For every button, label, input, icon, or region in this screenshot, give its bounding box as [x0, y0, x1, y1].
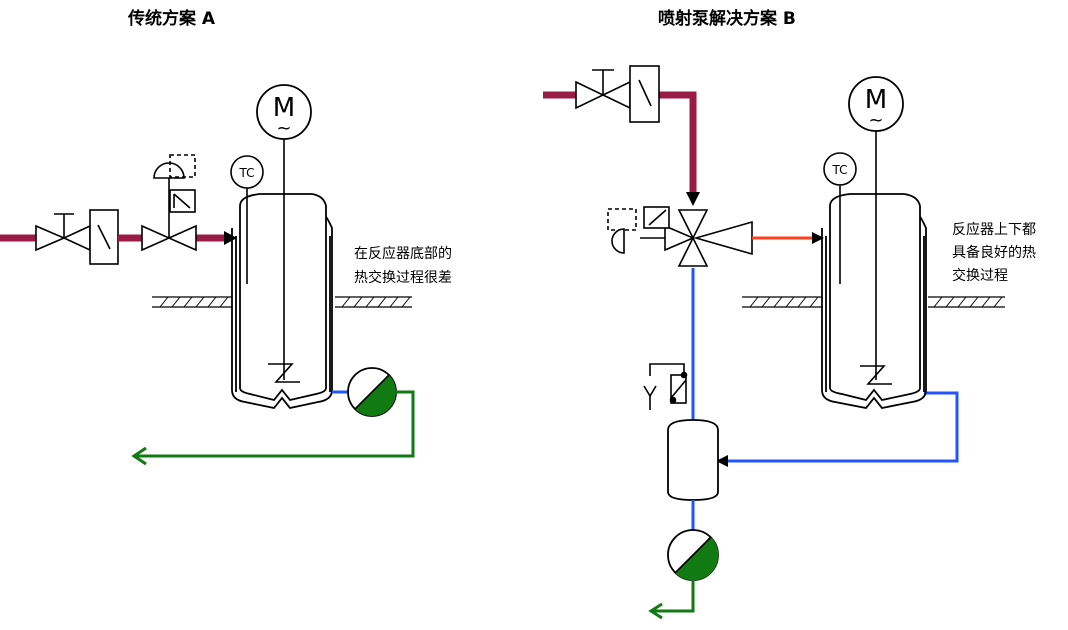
condensate-arrow-b [648, 602, 663, 620]
steam-inlet-arrow-a [224, 231, 237, 245]
scheme-a: M ~ TC 在反应器底部的 热交换过程很差 [0, 84, 452, 466]
temperature-controller-icon: TC [230, 155, 264, 284]
check-valve-icon [643, 363, 688, 410]
ejector-icon [693, 220, 753, 256]
note-b-line-2: 具备良好的热 [952, 244, 1036, 261]
condensate-line-a [134, 390, 415, 458]
note-a-line-2: 热交换过程很差 [354, 269, 452, 286]
pump-icon [667, 529, 719, 581]
reactor-vessel-b [821, 193, 927, 409]
reactor-vessel-a [231, 193, 333, 409]
globe-valve-icon [575, 65, 660, 123]
pump-icon [347, 367, 397, 417]
motor-label: M [273, 93, 295, 123]
agitator-blade-b [860, 365, 892, 385]
reactor-outlet-line-b [720, 391, 959, 463]
hot-outlet-arrow-b [812, 232, 824, 244]
tc-label-a: TC [238, 166, 254, 180]
condensate-arrow-a [131, 446, 147, 466]
temperature-controller-icon: TC [823, 152, 857, 284]
support-floor-a [152, 296, 412, 308]
note-a-line-1: 在反应器底部的 [354, 245, 452, 262]
agitator-blade-a [268, 363, 300, 383]
steam-line-b [543, 91, 697, 196]
scheme-b: M ~ TC 反应器上下都 具备良好的热 交换过程 [543, 65, 1036, 620]
motor-label-b: M [865, 85, 887, 115]
condensate-line-b [652, 580, 695, 613]
motor-icon: M ~ [848, 76, 904, 132]
title-scheme-a: 传统方案 A [127, 8, 216, 29]
motor-tilde: ~ [276, 118, 291, 139]
separator-vessel-icon [667, 419, 719, 501]
motor-icon: M ~ [256, 84, 312, 140]
steam-arrow-b [686, 192, 700, 206]
note-b-line-1: 反应器上下都 [952, 221, 1036, 238]
title-scheme-b: 喷射泵解决方案 B [658, 8, 796, 29]
control-valve-icon [141, 154, 197, 252]
motor-tilde-b: ~ [868, 110, 883, 131]
support-floor-b [742, 296, 1005, 308]
globe-valve-icon [35, 213, 91, 252]
tc-label-b: TC [831, 163, 847, 177]
three-way-valve-icon [607, 206, 709, 267]
solenoid-actuator-icon [89, 209, 119, 265]
note-b-line-3: 交换过程 [952, 267, 1008, 284]
return-arrow-b [716, 455, 728, 467]
